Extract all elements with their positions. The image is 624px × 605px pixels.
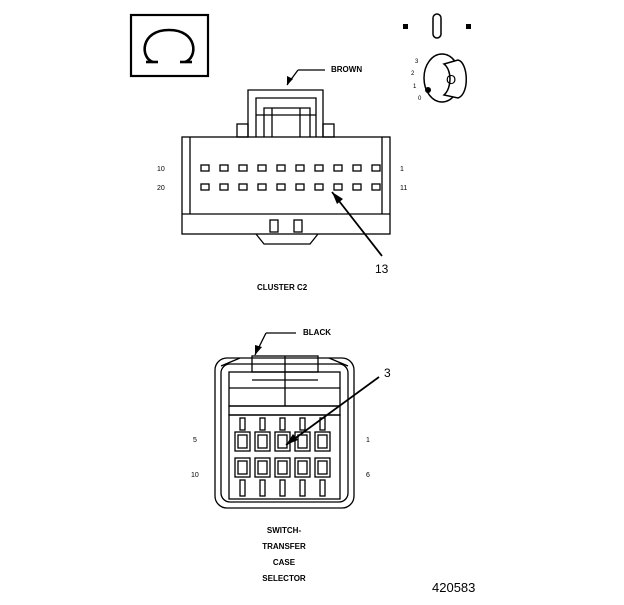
- transfer-caption-line-2: TRANSFER: [262, 542, 306, 551]
- cluster-pin-row-bottom: [200, 183, 381, 191]
- key-position-2: 2: [411, 71, 415, 77]
- figure-number: 420583: [432, 580, 475, 595]
- transfer-caption-line-1: SWITCH-: [267, 526, 302, 535]
- transfer-caption-line-3: CASE: [273, 558, 296, 567]
- omega-icon: [129, 13, 210, 78]
- transfer-pin-label-10: 10: [191, 472, 199, 479]
- key-position-3: 3: [415, 59, 419, 65]
- transfer-pin-label-6: 6: [366, 472, 370, 479]
- transfer-pin-row-bottom: [234, 457, 331, 478]
- transfer-callout-3: 3: [384, 366, 391, 380]
- cluster-callout-13: 13: [375, 262, 389, 276]
- transfer-pin-label-5: 5: [193, 437, 197, 444]
- transfer-lock-tabs: [239, 417, 326, 497]
- cluster-wire-color: BROWN: [331, 65, 362, 74]
- transfer-case-connector: BLACK: [191, 328, 391, 583]
- transfer-pin-row-top: [234, 431, 331, 452]
- key-position-1: 1: [413, 84, 417, 90]
- key-letter: O: [446, 72, 456, 87]
- cluster-pin-label-10: 10: [157, 166, 165, 173]
- transfer-pin-label-1: 1: [366, 437, 370, 444]
- cluster-pin-label-1: 1: [400, 166, 404, 173]
- cluster-pin-label-20: 20: [157, 185, 165, 192]
- transfer-caption-line-4: SELECTOR: [262, 574, 306, 583]
- transfer-wire-color: BLACK: [303, 328, 331, 337]
- cluster-caption: CLUSTER C2: [257, 283, 308, 292]
- cluster-pin-row-top: [200, 164, 381, 172]
- cluster-c2-connector: BROWN: [157, 65, 407, 292]
- cluster-pin-label-11: 11: [400, 185, 407, 192]
- key-position-0: 0: [418, 96, 422, 102]
- key-switch-icon: O 3 2 1 0: [403, 13, 471, 103]
